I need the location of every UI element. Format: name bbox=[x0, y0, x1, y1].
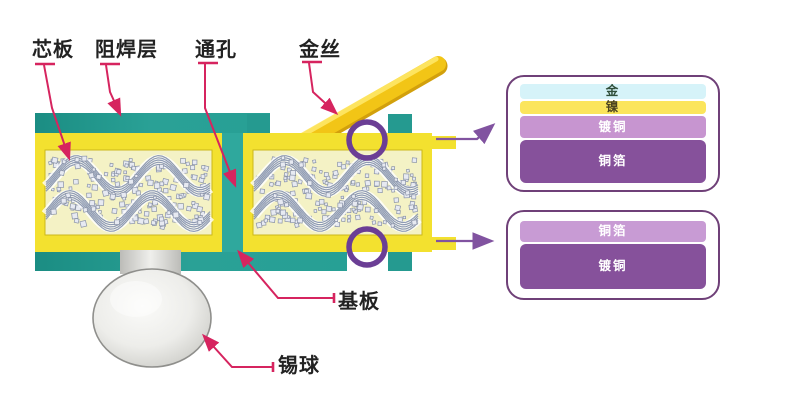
teal-pad-top-left-of-wire bbox=[247, 114, 270, 133]
callout-connectors bbox=[436, 123, 496, 250]
layer-bar-铜箔: 铜箔 bbox=[520, 221, 706, 242]
callout-1-layers: 金镍镀铜铜箔 bbox=[520, 84, 706, 183]
layer-bar-镀铜: 镀铜 bbox=[520, 116, 706, 138]
detail-circles bbox=[346, 119, 388, 268]
label-core-board: 芯板 bbox=[32, 39, 74, 61]
fiberglass-weave bbox=[41, 154, 422, 233]
leader-solder-ball bbox=[201, 333, 272, 368]
detail-circle-bottom bbox=[346, 226, 388, 268]
label-substrate: 基板 bbox=[338, 291, 380, 313]
solder-ball-body bbox=[92, 268, 212, 368]
label-solder-mask: 阻焊层 bbox=[95, 39, 158, 61]
label-through-hole: 通孔 bbox=[195, 39, 237, 61]
label-solder-ball: 锡球 bbox=[278, 355, 320, 377]
connector-top-arrow bbox=[436, 123, 496, 145]
weave-row bbox=[42, 154, 214, 198]
pad-strip-bottom bbox=[432, 237, 456, 250]
label-leaders bbox=[35, 60, 339, 372]
teal-pad-top-right bbox=[388, 114, 412, 133]
callout-box-2: 铜箔镀铜 bbox=[506, 210, 720, 300]
weave-row bbox=[41, 189, 215, 233]
leader-gold-wire bbox=[308, 62, 339, 116]
layer-bar-金: 金 bbox=[520, 84, 706, 99]
substrate-bottom-bar bbox=[35, 252, 347, 271]
leader-solder-mask bbox=[105, 64, 122, 117]
weave-row bbox=[250, 154, 421, 198]
layer-bar-镀铜: 镀铜 bbox=[520, 244, 706, 289]
solder-mask-top-bar bbox=[35, 113, 270, 133]
leader-through-hole bbox=[204, 64, 237, 188]
leader-core-board bbox=[43, 64, 71, 161]
weave-row bbox=[249, 189, 422, 233]
callout-box-1: 金镍镀铜铜箔 bbox=[506, 75, 720, 192]
leader-substrate bbox=[237, 249, 333, 299]
solder-ball-shape bbox=[92, 250, 212, 368]
label-gold-wire: 金丝 bbox=[299, 39, 341, 61]
layer-bar-镍: 镍 bbox=[520, 101, 706, 114]
callout-2-layers: 铜箔镀铜 bbox=[520, 221, 706, 289]
layer-bar-铜箔: 铜箔 bbox=[520, 140, 706, 183]
teal-pad-bottom-right bbox=[388, 252, 412, 271]
detail-circle-top bbox=[346, 119, 388, 161]
through-hole-via bbox=[222, 133, 243, 252]
solder-ball-highlight bbox=[110, 281, 162, 317]
